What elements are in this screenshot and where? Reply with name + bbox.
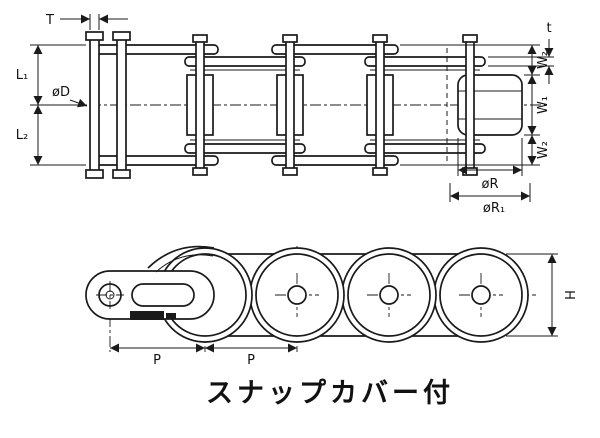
dim-label-phiR: øR xyxy=(482,177,499,192)
dim-plate-thickness: t xyxy=(488,21,554,84)
dim-label-T: T xyxy=(45,13,54,28)
side-view-elevation: P P H xyxy=(85,245,576,368)
dim-label-t: t xyxy=(546,21,551,36)
dim-L1-L2: L₁ L₂ xyxy=(16,44,86,166)
dim-label-W2-bottom: W₂ xyxy=(536,141,551,159)
dim-label-L2: L₂ xyxy=(16,128,28,143)
dim-pitch: P P xyxy=(110,343,297,368)
dim-label-W1: W₁ xyxy=(536,96,551,114)
spring-clip xyxy=(130,311,164,320)
dim-roller-diameters: øR øR₁ xyxy=(449,138,531,216)
cover-arc-outer xyxy=(147,245,215,269)
chain-pins xyxy=(192,34,478,176)
outer-link-plates xyxy=(91,44,399,166)
dim-widths: W₂ W₁ W₂ xyxy=(400,44,551,166)
drawing-caption: スナップカバー付 xyxy=(206,378,454,409)
roller-3 xyxy=(341,247,437,343)
dim-label-phiD: øD xyxy=(52,85,70,100)
cover-arc-inner xyxy=(155,254,214,273)
dim-pin-diameter: øD xyxy=(52,85,88,108)
inner-link-plates xyxy=(184,56,486,154)
top-view-plan: T L₁ L₂ øD W₂ W₁ W₂ xyxy=(16,13,554,216)
snap-cover-link xyxy=(85,245,215,320)
dim-label-phiR1: øR₁ xyxy=(483,201,505,216)
roller-4 xyxy=(433,247,529,343)
dim-label-L1: L₁ xyxy=(16,68,28,83)
roller-2 xyxy=(249,247,345,343)
dim-height: H xyxy=(506,253,576,337)
dim-label-pitch-2: P xyxy=(247,353,255,368)
dim-label-H: H xyxy=(561,290,576,300)
link-slot xyxy=(131,283,195,307)
dim-label-pitch-1: P xyxy=(153,353,161,368)
dim-T: T xyxy=(45,13,128,30)
connecting-link-end xyxy=(85,31,131,179)
bushing-lines xyxy=(190,69,480,141)
